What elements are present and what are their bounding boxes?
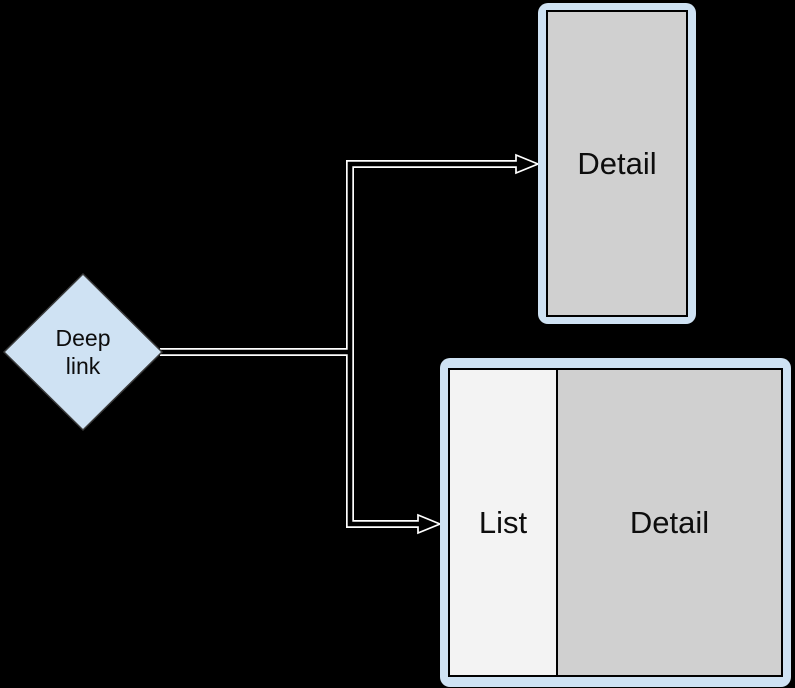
tablet-list-pane: List	[450, 370, 558, 675]
tablet-screen: List Detail	[448, 368, 783, 677]
phone-screen: Detail	[546, 10, 688, 317]
arrow-shaft-core	[160, 161, 520, 527]
phone-detail-pane: Detail	[548, 12, 686, 315]
tablet-layout-frame: List Detail	[440, 358, 791, 687]
phone-layout-frame: Detail	[538, 3, 696, 324]
tablet-detail-label: Detail	[629, 504, 710, 540]
tablet-detail-pane: Detail	[558, 370, 781, 675]
tablet-list-label: List	[478, 504, 528, 540]
phone-detail-label: Detail	[577, 145, 657, 181]
deep-link-label: Deep link	[55, 325, 111, 379]
deep-link-diamond	[2, 272, 164, 432]
